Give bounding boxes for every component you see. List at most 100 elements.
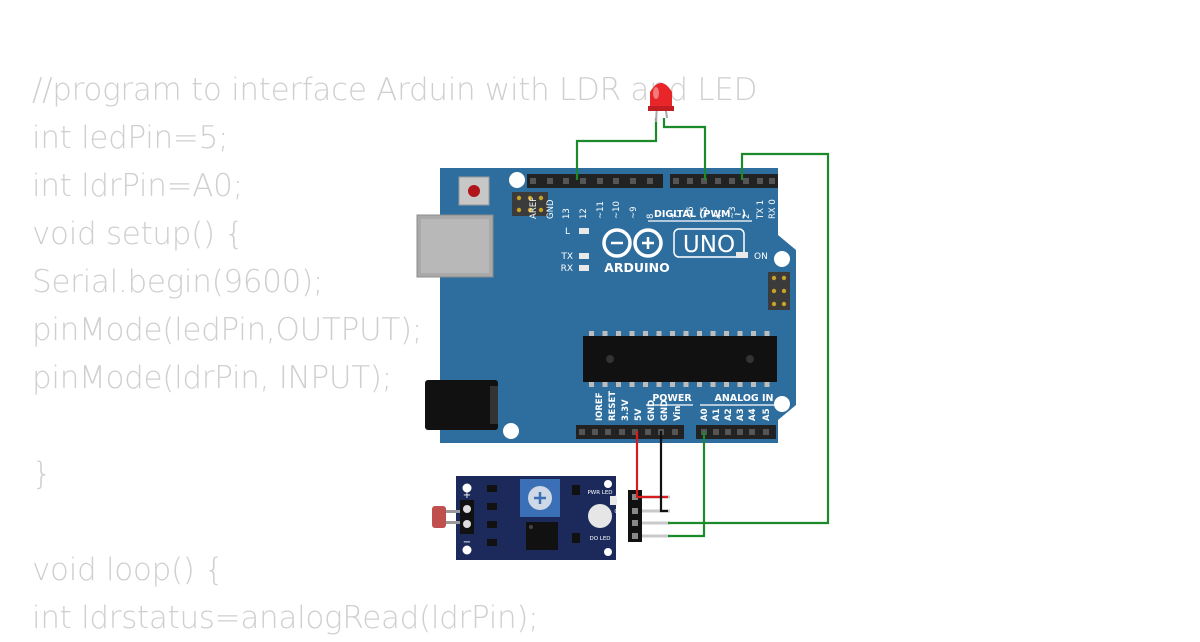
header-pin[interactable] <box>715 178 721 184</box>
pin-label: Vin <box>673 406 683 421</box>
header-pin[interactable] <box>613 178 619 184</box>
code-line[interactable]: void setup() { <box>32 216 244 252</box>
analog-label: ANALOG IN <box>714 393 773 404</box>
pin-label: ~6 <box>686 206 696 219</box>
module-pin[interactable] <box>632 520 638 526</box>
header-pin[interactable] <box>563 178 569 184</box>
pin-label: 8 <box>646 214 656 219</box>
mounting-hole <box>509 172 525 188</box>
module-pin[interactable] <box>632 533 638 539</box>
header-pin[interactable] <box>597 178 603 184</box>
pin-label: GND <box>660 400 670 421</box>
red-led[interactable] <box>648 83 674 123</box>
pin-label: RX 0 <box>768 199 778 219</box>
pin-label: 12 <box>579 208 589 219</box>
header-pin[interactable] <box>729 178 735 184</box>
wire-gnd-to-gnd[interactable] <box>659 431 668 513</box>
pin-label: GND <box>546 199 556 219</box>
wire-pin5-to-led-anode[interactable] <box>662 118 707 180</box>
header-pin[interactable] <box>630 178 636 184</box>
header-pin[interactable] <box>687 178 693 184</box>
pwr-led <box>610 496 617 505</box>
code-line[interactable]: } <box>32 456 52 492</box>
rx-led <box>579 265 589 271</box>
module-pin[interactable] <box>632 494 638 500</box>
icsp-header <box>512 192 548 216</box>
code-line[interactable]: pinMode(ldrPin, INPUT); <box>32 360 392 396</box>
header-pin[interactable] <box>769 178 775 184</box>
header-pin[interactable] <box>763 429 769 435</box>
code-line[interactable]: int ledPin=5; <box>32 120 229 156</box>
pin-label: A5 <box>762 408 772 421</box>
pin-label: TX 1 <box>756 200 766 220</box>
arduino-logo-icon <box>602 228 663 258</box>
model-text: UNO <box>683 232 735 258</box>
header-pin[interactable] <box>530 178 536 184</box>
header-pin[interactable] <box>580 178 586 184</box>
header-pin[interactable] <box>579 429 585 435</box>
header-pin[interactable] <box>592 429 598 435</box>
digital-header-right[interactable] <box>670 174 778 188</box>
header-pin[interactable] <box>632 429 638 435</box>
header-pin[interactable] <box>713 429 719 435</box>
do-led-label: DO LED <box>589 536 610 542</box>
digital-label: DIGITAL (PWM ~) <box>654 209 746 220</box>
code-editor[interactable]: //program to interface Arduin with LDR a… <box>32 66 758 642</box>
module-pin-label: GND <box>614 509 627 515</box>
code-line[interactable]: pinMode(ledPin,OUTPUT); <box>32 312 422 348</box>
code-line[interactable]: Serial.begin(9600); <box>32 264 324 300</box>
wire-5v-to-vcc[interactable] <box>635 431 668 499</box>
tx-led-label: TX <box>560 252 573 262</box>
header-pin[interactable] <box>547 178 553 184</box>
mounting-hole <box>503 423 519 439</box>
module-pin-lead <box>642 534 670 538</box>
code-line[interactable]: void loop() { <box>32 552 224 588</box>
code-line[interactable]: int ldrPin=A0; <box>32 168 243 204</box>
analog-header[interactable] <box>696 425 776 439</box>
pin-label: 2 <box>742 214 752 219</box>
pin-label: 4 <box>714 214 724 219</box>
module-pin-label: AO <box>619 534 628 540</box>
header-pin[interactable] <box>749 429 755 435</box>
header-pin[interactable] <box>673 178 679 184</box>
on-led <box>736 252 748 258</box>
header-pin[interactable] <box>737 429 743 435</box>
header-pin[interactable] <box>701 178 707 184</box>
pin-label: ~10 <box>612 201 622 219</box>
header-pin[interactable] <box>757 178 763 184</box>
header-pin[interactable] <box>647 178 653 184</box>
pin-label: ~5 <box>700 206 710 219</box>
mounting-hole <box>774 251 790 267</box>
pin-label: IOREF <box>595 392 605 421</box>
pin-label: A1 <box>712 408 722 421</box>
power-header[interactable] <box>576 425 684 439</box>
potentiometer-icon[interactable] <box>520 479 560 517</box>
wire-gnd-to-led-cathode[interactable] <box>575 118 658 180</box>
wire-a0-to-ao[interactable] <box>668 431 706 538</box>
pin-label: 13 <box>562 208 572 219</box>
header-pin[interactable] <box>672 429 678 435</box>
header-pin[interactable] <box>619 429 625 435</box>
digital-header-left[interactable] <box>527 174 663 188</box>
module-pin-label: DO <box>618 521 627 527</box>
rx-led-label: RX <box>561 264 573 274</box>
pin-label: 7 <box>672 214 682 219</box>
code-line[interactable]: //program to interface Arduin with LDR a… <box>32 72 758 108</box>
header-pin[interactable] <box>645 429 651 435</box>
header-pin[interactable] <box>743 178 749 184</box>
wire-pin2-to-do[interactable] <box>668 152 830 525</box>
microcontroller-chip <box>583 336 777 382</box>
pin-label: A2 <box>724 408 734 421</box>
plus-label: + <box>463 490 471 501</box>
pin-label: AREF <box>529 197 539 219</box>
brand-text: ARDUINO <box>604 260 670 275</box>
pin-label: RESET <box>608 391 618 421</box>
header-pin[interactable] <box>605 429 611 435</box>
module-pin[interactable] <box>632 508 638 514</box>
header-pin[interactable] <box>725 429 731 435</box>
pin-label: A3 <box>736 408 746 421</box>
minus-label: − <box>463 537 471 548</box>
